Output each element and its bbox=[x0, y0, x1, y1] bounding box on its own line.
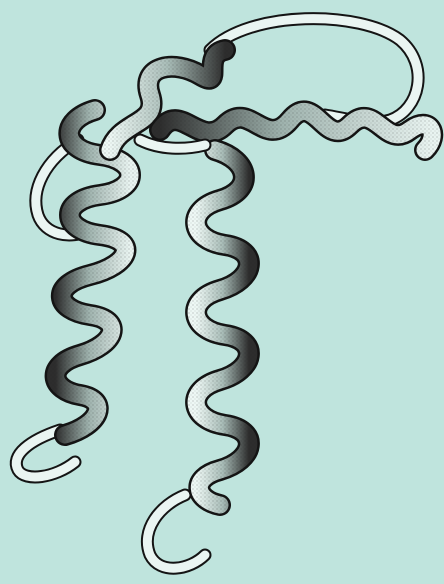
protein-ribbon-figure bbox=[0, 0, 444, 584]
ribbon-drawing bbox=[0, 0, 444, 584]
